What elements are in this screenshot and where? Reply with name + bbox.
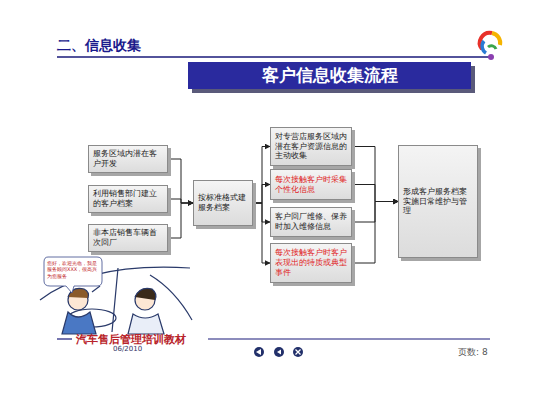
- source-box: 服务区域内潜在客户开发: [88, 145, 168, 173]
- speech-text: 您好，欢迎光临，我是服务顾问XXX，很高兴为您服务: [47, 260, 99, 279]
- collection-box: 客户回厂维修、保养时加入维修信息: [270, 207, 352, 237]
- flow-arrow: [352, 147, 398, 202]
- header-rule: [57, 56, 490, 58]
- flow-arrow: [253, 185, 270, 204]
- nav-buttons: [254, 347, 303, 357]
- node-text: 非本店销售车辆首次回厂: [93, 228, 163, 248]
- title: 客户信息收集流程: [262, 64, 398, 87]
- node-text: 利用销售部门建立的客户档案: [93, 189, 163, 209]
- node-text: 每次接触客户时采集个性化信息: [275, 175, 347, 195]
- node-text: 形成客户服务档案 实施日常维护与管理: [403, 187, 473, 216]
- section-heading: 二、信息收集: [57, 37, 141, 55]
- source-box: 非本店销售车辆首次回厂: [88, 224, 168, 252]
- flow-arrow: [168, 159, 193, 203]
- node-text: 每次接触客户时客户表现出的特质或典型事件: [275, 248, 347, 277]
- footer-rule: [57, 338, 72, 339]
- footer-rule: [208, 338, 490, 339]
- collection-box: 每次接触客户时客户表现出的特质或典型事件: [270, 243, 352, 283]
- process-box: 按标准格式建服务档案: [193, 180, 253, 226]
- flow-arrow: [168, 199, 193, 203]
- flow-arrow: [253, 147, 270, 204]
- node-text: 客户回厂维修、保养时加入维修信息: [275, 212, 347, 232]
- title-banner: 客户信息收集流程: [188, 62, 471, 89]
- footer-date: 06/2010: [113, 345, 142, 353]
- collection-box: 对专营店服务区域内潜在客户资源信息的主动收集: [270, 127, 352, 166]
- node-text: 对专营店服务区域内潜在客户资源信息的主动收集: [275, 132, 347, 161]
- logo: [480, 33, 500, 60]
- node-text: 服务区域内潜在客户开发: [93, 149, 163, 169]
- speech-bubble: [44, 257, 102, 293]
- source-box: 利用销售部门建立的客户档案: [88, 185, 168, 213]
- result-box: 形成客户服务档案 实施日常维护与管理: [398, 145, 478, 258]
- footer-title: 汽车售后管理培训教材: [76, 332, 186, 347]
- flow-arrow: [168, 203, 193, 238]
- flow-arrow: [352, 202, 398, 264]
- flow-arrow: [352, 185, 398, 202]
- page-number: 页数: 8: [458, 346, 488, 359]
- collection-box: 每次接触客户时采集个性化信息: [270, 169, 352, 200]
- node-text: 按标准格式建服务档案: [198, 193, 248, 213]
- flow-arrow: [253, 203, 270, 263]
